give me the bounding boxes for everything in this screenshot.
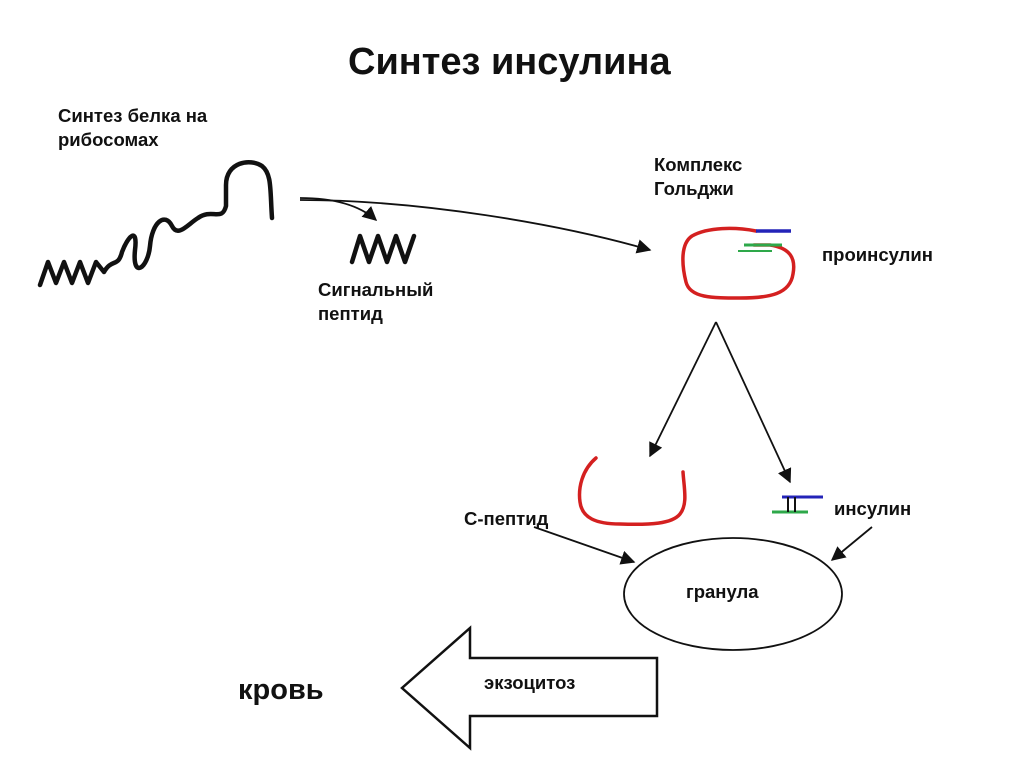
granule-ellipse <box>623 537 843 651</box>
arrow-to-signal-peptide <box>299 197 378 221</box>
exocytosis-block-arrow <box>400 625 659 751</box>
label-signal-peptide: Сигнальный пептид <box>318 279 434 324</box>
signal-peptide-zigzag <box>349 233 417 265</box>
c-peptide-chain <box>577 456 687 527</box>
label-blood: кровь <box>238 674 324 706</box>
label-insulin: инсулин <box>834 498 912 519</box>
insulin-molecule <box>772 495 823 514</box>
label-granule: гранула <box>686 581 759 602</box>
label-golgi-complex: Комплекс Гольджи <box>654 154 743 199</box>
proinsulin-red-chain <box>681 226 796 300</box>
arrow-to-insulin <box>715 321 792 484</box>
label-c-peptide: С-пептид <box>464 508 549 529</box>
proinsulin-molecule <box>681 226 796 300</box>
preproinsulin-chain <box>37 160 275 288</box>
label-exocytosis: экзоцитоз <box>484 672 576 693</box>
arrow-insulin-to-granule <box>830 526 873 561</box>
arrow-c-peptide-to-granule <box>533 526 636 565</box>
arrow-to-golgi <box>299 199 652 254</box>
label-ribosome-synthesis: Синтез белка на рибосомах <box>58 105 208 150</box>
arrow-to-c-peptide <box>649 321 717 458</box>
label-proinsulin: проинсулин <box>822 244 933 265</box>
page-title: Синтез инсулина <box>348 41 671 83</box>
